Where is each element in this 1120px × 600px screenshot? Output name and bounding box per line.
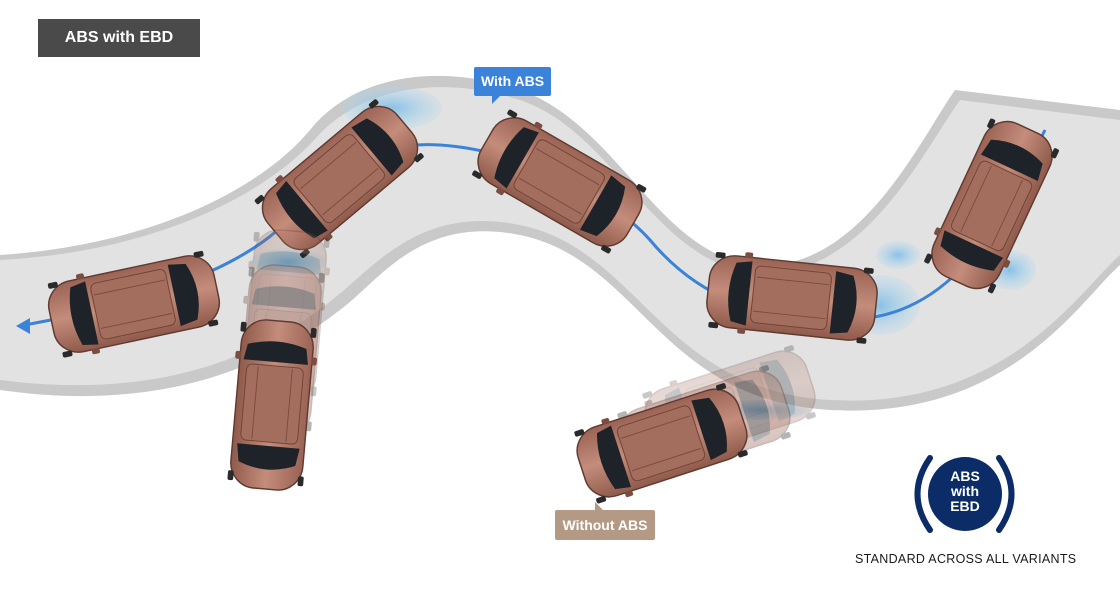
standard-variants-caption: STANDARD ACROSS ALL VARIANTS [855, 552, 1077, 566]
abs-badge-icon [914, 455, 1015, 533]
skid-car-group-right [568, 339, 824, 509]
abs-badge-label: ABS with EBD [928, 469, 1002, 514]
with-abs-callout: With ABS [474, 67, 551, 104]
arrow-left-icon [16, 318, 30, 334]
abs-badge-line2: with [951, 483, 979, 499]
without-abs-callout: Without ABS [555, 502, 655, 540]
abs-badge-line3: EBD [950, 498, 980, 514]
page-title: ABS with EBD [38, 19, 200, 57]
abs-badge-line1: ABS [950, 468, 980, 484]
